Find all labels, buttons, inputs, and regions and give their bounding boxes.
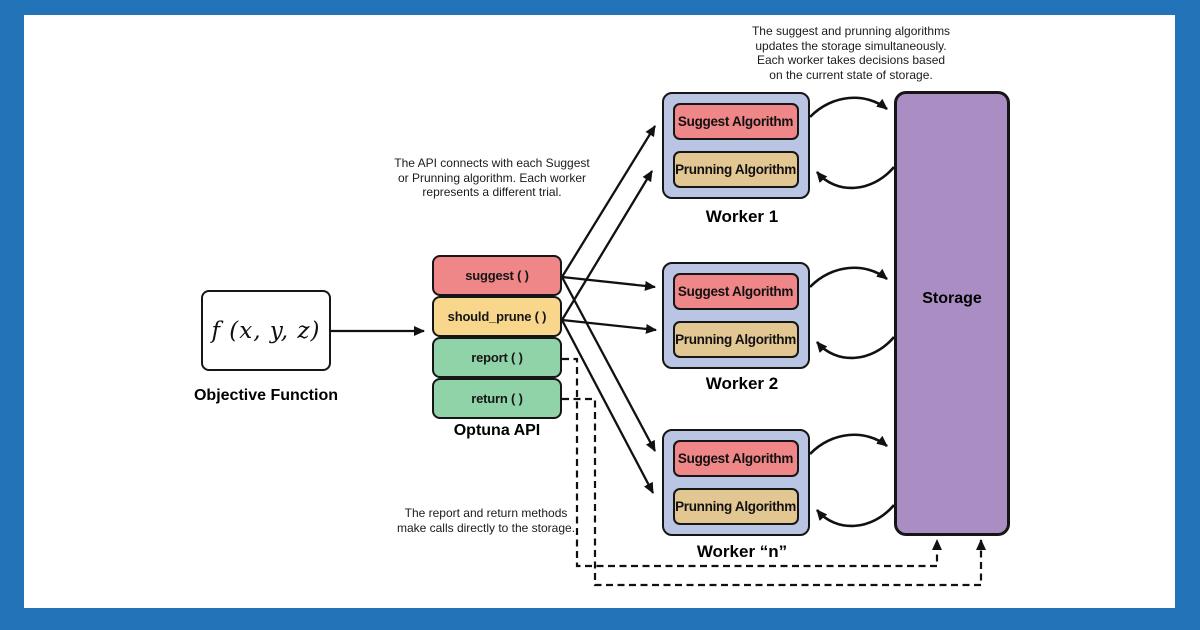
worker-n-label: Worker “n” [696,542,788,561]
api-method-should-prune: should_prune ( ) [432,296,562,337]
worker-2-suggest-algorithm: Suggest Algorithm [672,272,799,310]
storage-box [894,91,1010,536]
optuna-api-label: Optuna API [453,422,541,439]
worker-n-box: Suggest Algorithm Prunning Algorithm [662,429,810,536]
worker-1-box: Suggest Algorithm Prunning Algorithm [662,92,810,199]
worker-2-prunning-algorithm: Prunning Algorithm [672,320,799,358]
api-method-return: return ( ) [432,378,562,419]
worker-2-label: Worker 2 [705,374,779,393]
note-direct-calls: The report and return methods make calls… [396,506,576,535]
objective-function-label: Objective Function [193,387,338,404]
worker-n-suggest-algorithm: Suggest Algorithm [672,439,799,477]
worker-1-suggest-algorithm: Suggest Algorithm [672,102,799,140]
worker-1-prunning-algorithm: Prunning Algorithm [672,150,799,188]
worker-2-box: Suggest Algorithm Prunning Algorithm [662,262,810,369]
objective-formula: f (x, y, z) [211,317,321,344]
storage-label: Storage [922,290,982,307]
note-api-connects: The API connects with each Suggest or Pr… [394,156,590,200]
note-simultaneous-update: The suggest and prunning algorithms upda… [751,24,951,82]
objective-function-box: f (x, y, z) [201,290,331,371]
api-method-suggest: suggest ( ) [432,255,562,296]
worker-n-prunning-algorithm: Prunning Algorithm [672,487,799,525]
api-method-report: report ( ) [432,337,562,378]
worker-1-label: Worker 1 [705,207,779,226]
